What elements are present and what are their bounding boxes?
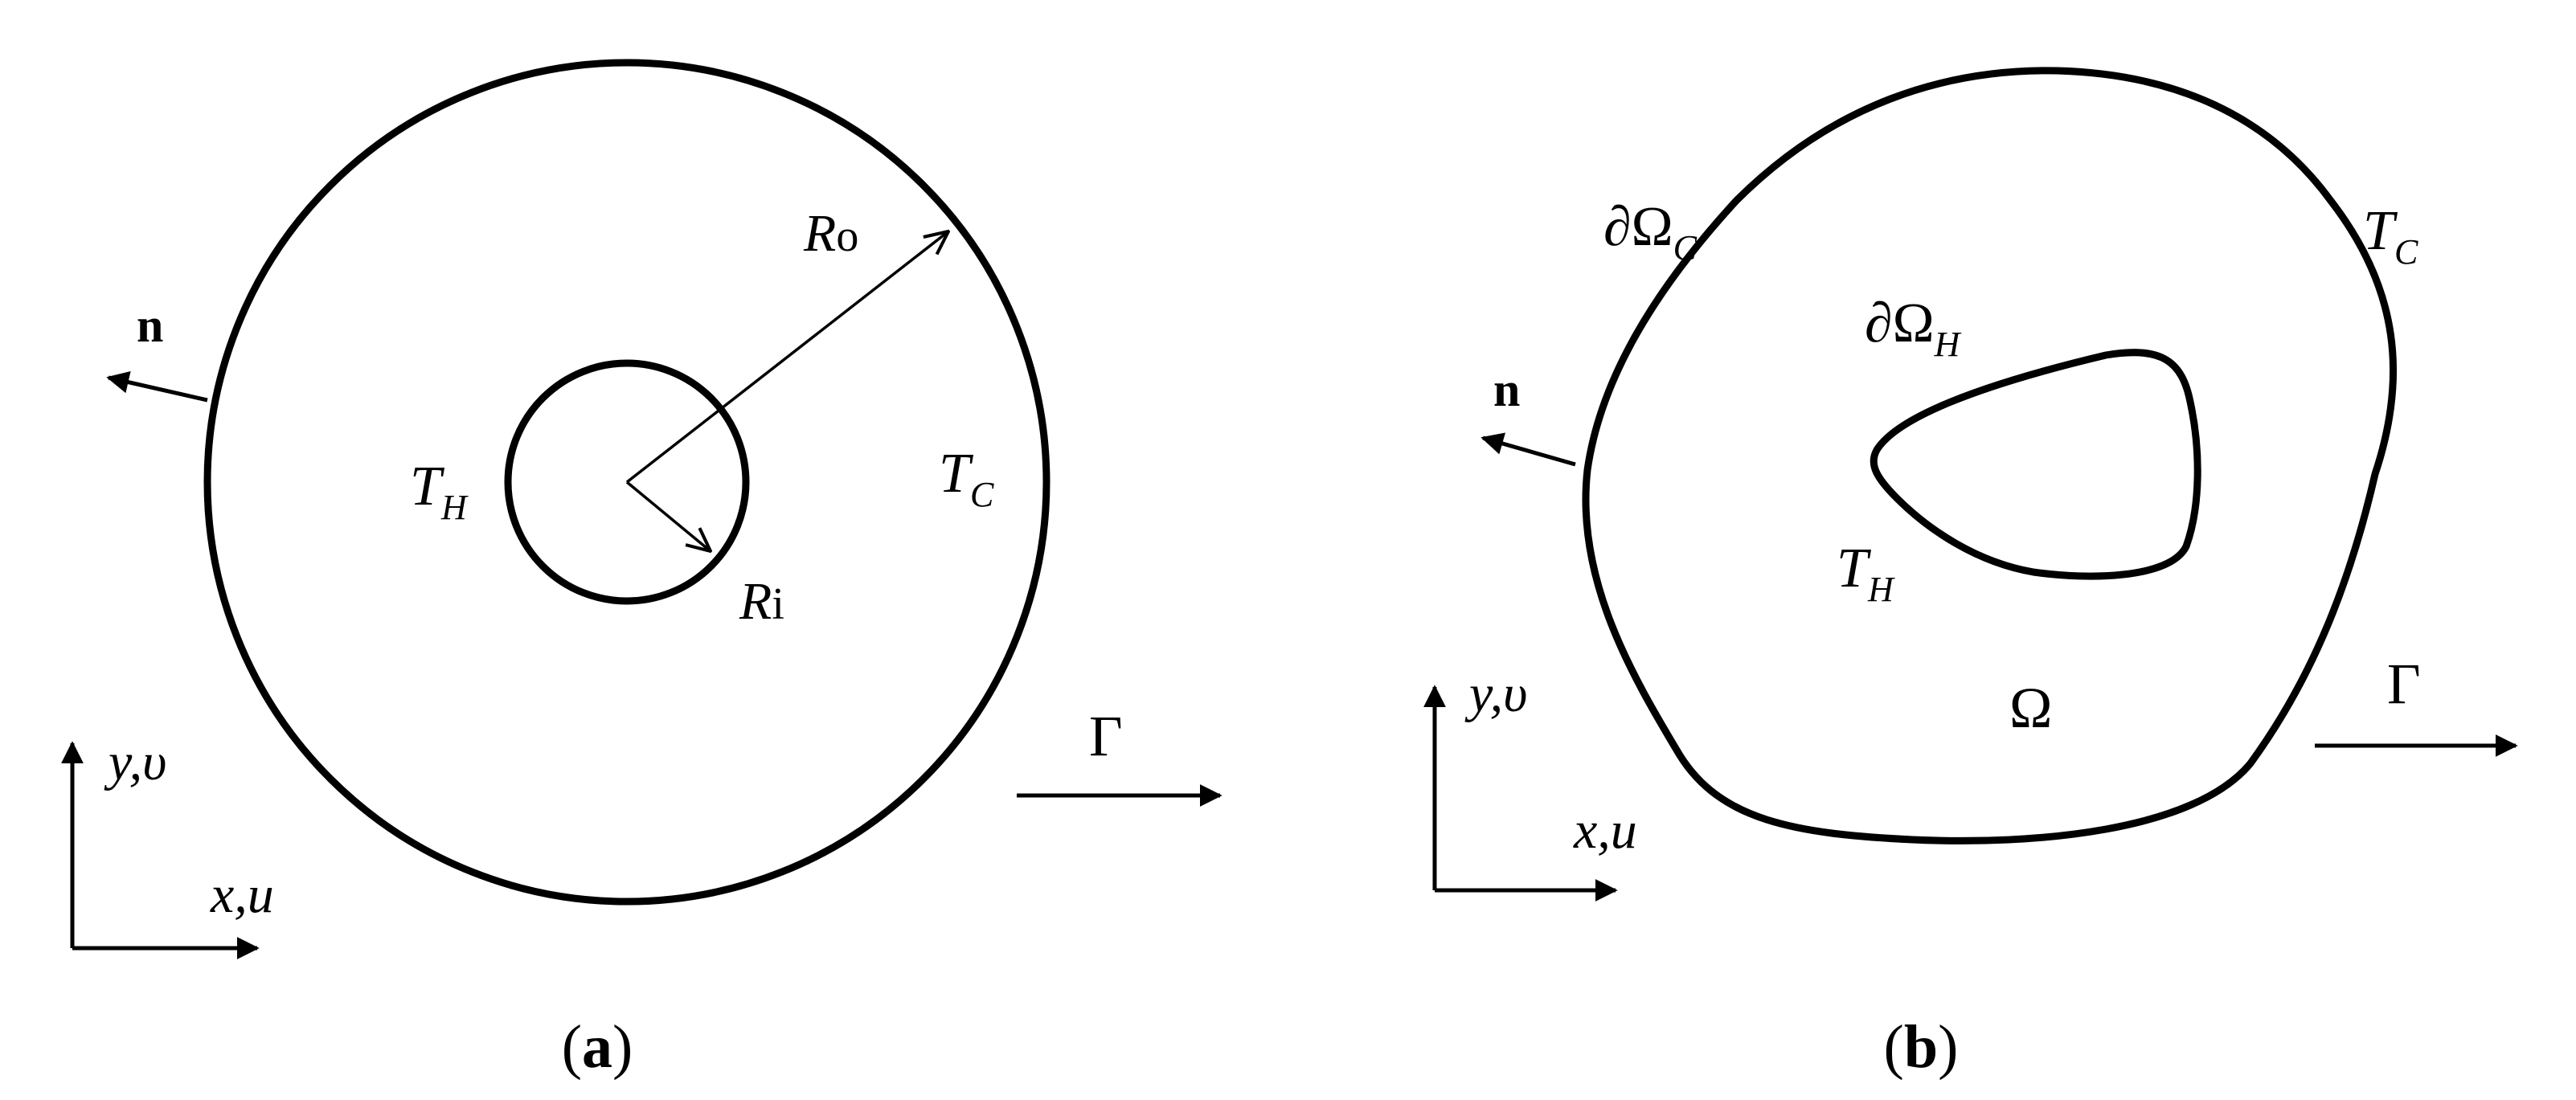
inner-circle [504,359,750,605]
outer-boundary [1582,67,2398,844]
hot-temp-label: TH [410,456,469,527]
panel-b: ∂ΩC ∂ΩH TC TH Ω n Γ y,υ x,u (b) [1423,67,2518,1081]
hot-temp-label-b: TH [1837,538,1895,609]
y-axis-label: y,υ [104,733,166,791]
inner-radius-arrow [625,480,711,551]
panel-a: Ro Ri TH TC n Γ y,υ x,u (a) [61,59,1222,1081]
outer-radius-label: Ro [803,204,858,263]
normal-label-b: n [1493,363,1520,416]
caption-b: (b) [1884,1013,1959,1081]
flow-label: Γ [1089,704,1123,768]
normal-label: n [137,299,163,352]
cold-temp-label-b: TC [2363,200,2418,272]
caption-a: (a) [562,1013,633,1081]
normal-arrow-b [1480,432,1576,467]
normal-arrow [106,370,208,403]
outer-boundary-label: ∂ΩC [1603,196,1698,268]
inner-boundary [1870,349,2201,580]
inner-radius-label: Ri [739,572,784,631]
y-axis-label-b: y,υ [1464,664,1527,723]
outer-radius-arrow [625,231,948,484]
x-axis-label-b: x,u [1573,801,1637,860]
flow-label-b: Γ [2387,652,2421,716]
x-axis-label: x,u [210,865,274,924]
inner-boundary-label: ∂ΩH [1865,292,1962,364]
cold-temp-label: TC [939,443,994,514]
domain-label: Ω [2009,676,2053,740]
outer-circle [203,59,1050,906]
